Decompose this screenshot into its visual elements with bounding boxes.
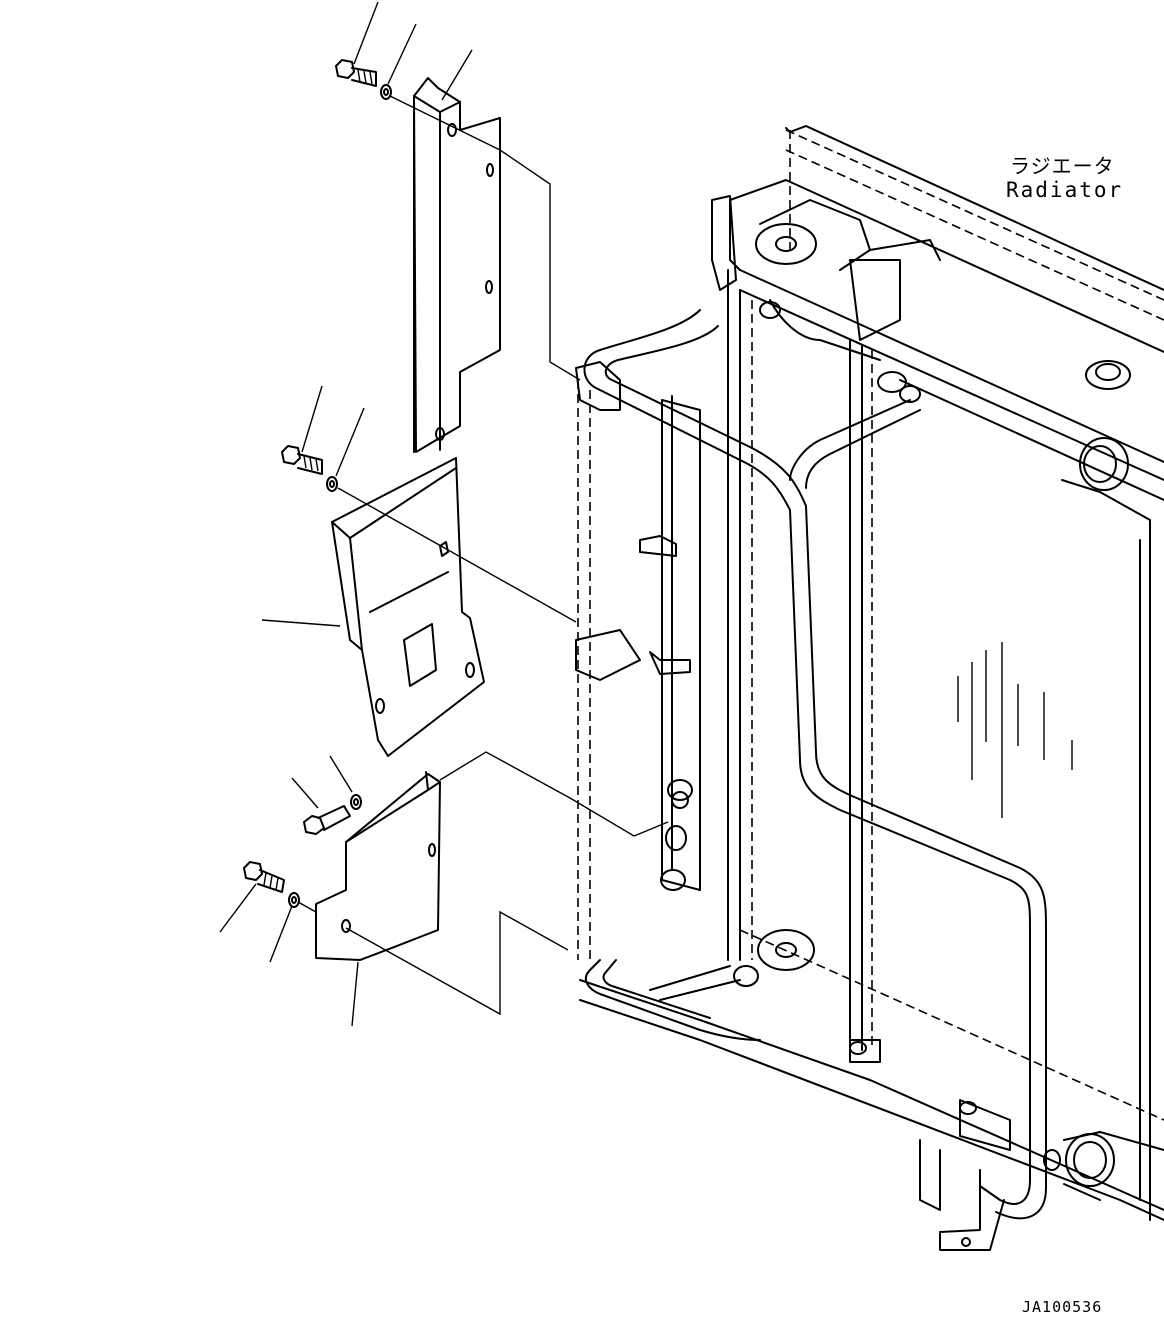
washer-lower-2 xyxy=(288,892,300,908)
bolt-top xyxy=(335,59,377,87)
middle-cover-plate xyxy=(331,457,485,757)
bolt-lower-2 xyxy=(243,861,285,893)
lower-cover-plate xyxy=(315,771,441,961)
drawing-code: JA100536 xyxy=(1022,1298,1103,1316)
washer-middle xyxy=(326,476,338,492)
radiator-label-japanese: ラジエータ xyxy=(1010,154,1115,178)
bolt-lower-1 xyxy=(303,805,351,835)
callout-leader-lines xyxy=(219,1,473,1027)
radiator-assembly xyxy=(575,125,1164,1251)
radiator-label-english: Radiator xyxy=(1006,178,1124,202)
washer-lower-1 xyxy=(350,794,362,810)
upper-cover-plate xyxy=(413,77,501,453)
bolt-middle xyxy=(281,445,323,475)
washer-top xyxy=(380,84,392,100)
assembly-guide-lines xyxy=(297,95,669,1016)
